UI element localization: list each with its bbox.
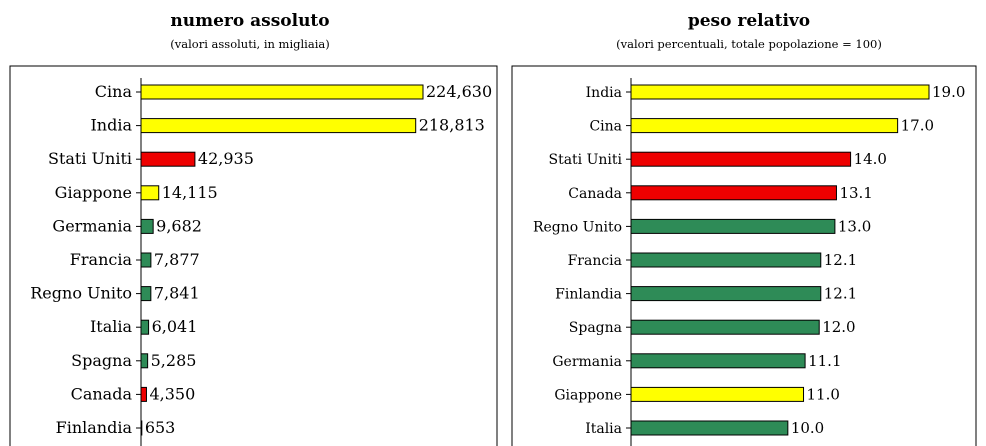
left-chart-subtitle: (valori assoluti, in migliaia): [170, 37, 329, 51]
right-chart-bar: [630, 84, 930, 100]
left-chart-bar: [140, 286, 152, 302]
right-chart-value-label: 17.0: [901, 117, 934, 135]
right-chart-category-label: Canada: [568, 186, 622, 202]
right-chart-value-label: 14.0: [854, 150, 887, 168]
right-chart-value-label: 11.1: [808, 352, 841, 370]
left-chart-category-label: Giappone: [55, 183, 132, 202]
right-chart-value-label: 13.0: [838, 217, 871, 235]
left-chart-value-label: 14,115: [162, 183, 218, 202]
left-chart-category-label: Italia: [90, 317, 133, 336]
right-chart-bar: [630, 319, 820, 335]
right-chart-value-label: 10.0: [791, 419, 824, 437]
right-chart-category-label: Giappone: [554, 387, 622, 403]
right-chart-value-label: 11.0: [807, 385, 840, 403]
left-chart-category-label: Cina: [95, 82, 133, 101]
left-chart-bar: [140, 151, 196, 167]
right-chart-bar: [630, 185, 837, 201]
right-chart-value-label: 12.1: [824, 251, 857, 269]
right-chart-title: peso relativo: [688, 11, 810, 31]
right-chart-bar: [630, 218, 836, 234]
left-chart-category-label: Stati Uniti: [48, 149, 132, 168]
right-chart-category-label: Italia: [585, 421, 622, 437]
left-chart-bar: [140, 319, 150, 335]
right-chart-frame: [511, 65, 977, 446]
left-chart-bar: [140, 185, 160, 201]
left-chart-value-label: 6,041: [152, 317, 198, 336]
left-chart-bar: [140, 353, 149, 369]
left-chart-value-label: 7,877: [154, 250, 200, 269]
left-chart-bar: [140, 118, 417, 134]
left-chart-category-label: Canada: [71, 384, 133, 403]
right-chart-category-label: Francia: [568, 253, 622, 269]
left-chart-value-label: 224,630: [426, 82, 492, 101]
left-chart-value-label: 653: [145, 418, 176, 437]
right-chart-bar: [630, 286, 822, 302]
right-chart-bar: [630, 252, 822, 268]
right-chart-value-label: 19.0: [932, 83, 965, 101]
left-chart-value-label: 218,813: [419, 116, 485, 135]
left-chart-frame: [9, 65, 498, 446]
left-chart: numero assoluto (valori assoluti, in mig…: [9, 11, 498, 446]
right-chart-bar: [630, 420, 789, 436]
left-chart-value-label: 9,682: [156, 216, 202, 235]
right-chart-bar: [630, 151, 852, 167]
left-chart-bar: [140, 218, 154, 234]
left-chart-value-label: 42,935: [198, 149, 254, 168]
left-chart-bar: [140, 420, 143, 436]
right-chart-bar: [630, 353, 806, 369]
left-chart-value-label: 5,285: [151, 351, 197, 370]
right-chart-category-label: Spagna: [569, 320, 622, 336]
right-chart-category-label: Cina: [589, 119, 622, 135]
left-chart-category-label: Germania: [52, 216, 132, 235]
right-chart-category-label: India: [586, 85, 622, 101]
left-chart-title: numero assoluto: [170, 11, 329, 31]
right-chart-value-label: 13.1: [839, 184, 872, 202]
left-chart-bar: [140, 386, 147, 402]
right-chart-bar: [630, 118, 899, 134]
left-chart-value-label: 4,350: [149, 384, 195, 403]
left-chart-bar: [140, 84, 424, 100]
right-chart-value-label: 12.1: [824, 285, 857, 303]
left-chart-value-label: 7,841: [154, 284, 200, 303]
left-chart-category-label: Spagna: [71, 351, 132, 370]
right-chart-subtitle: (valori percentuali, totale popolazione …: [616, 37, 882, 51]
right-chart-category-label: Finlandia: [555, 287, 622, 303]
right-chart: peso relativo (valori percentuali, total…: [511, 11, 977, 446]
left-chart-category-label: Francia: [70, 250, 133, 269]
right-chart-category-label: Stati Uniti: [548, 152, 622, 168]
right-chart-category-label: Germania: [552, 354, 622, 370]
left-chart-category-label: Regno Unito: [30, 284, 132, 303]
left-chart-category-label: India: [90, 116, 132, 135]
right-chart-bar: [630, 386, 805, 402]
right-chart-category-label: Regno Unito: [533, 219, 622, 235]
left-chart-bar: [140, 252, 152, 268]
left-chart-category-label: Finlandia: [56, 418, 133, 437]
right-chart-value-label: 12.0: [822, 318, 855, 336]
